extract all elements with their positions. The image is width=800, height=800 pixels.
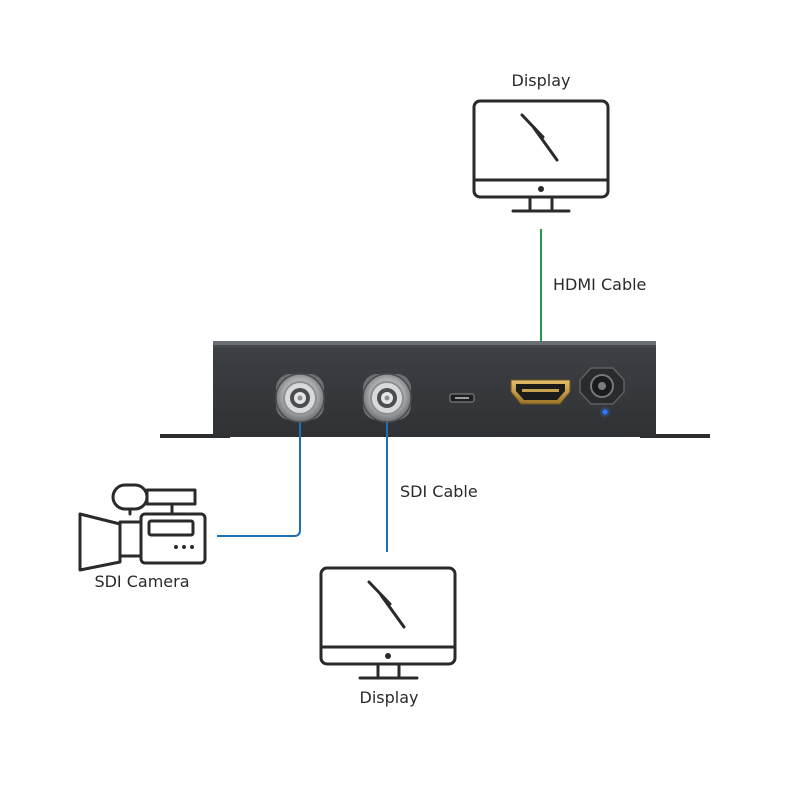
device-top-edge <box>213 341 656 345</box>
sdi-input-bnc-connector <box>275 373 325 423</box>
display-bottom-label: Display <box>360 688 419 707</box>
status-led-glow <box>600 407 610 417</box>
display-bottom-icon <box>319 566 457 680</box>
sdi-camera-buttons <box>174 545 194 549</box>
hdmi-output-port <box>510 379 571 405</box>
sdi-cable-label: SDI Cable <box>400 482 478 501</box>
display-bottom-power-dot <box>385 653 391 659</box>
sdi-output-bnc-connector <box>362 373 412 423</box>
sdi-camera-label: SDI Camera <box>94 572 189 591</box>
sdi-camera-icon <box>78 483 207 572</box>
hdmi-cable-label: HDMI Cable <box>553 275 646 294</box>
display-top-power-dot <box>538 186 544 192</box>
micro-usb-port <box>449 393 475 403</box>
display-top-icon <box>472 99 610 213</box>
status-led <box>602 409 608 415</box>
display-top-label: Display <box>512 71 571 90</box>
converter-device <box>160 341 710 438</box>
mounting-flange-left <box>160 434 230 438</box>
mounting-flange-right <box>640 434 710 438</box>
sdi-input-cable <box>217 422 301 537</box>
dc-power-jack <box>579 367 625 405</box>
